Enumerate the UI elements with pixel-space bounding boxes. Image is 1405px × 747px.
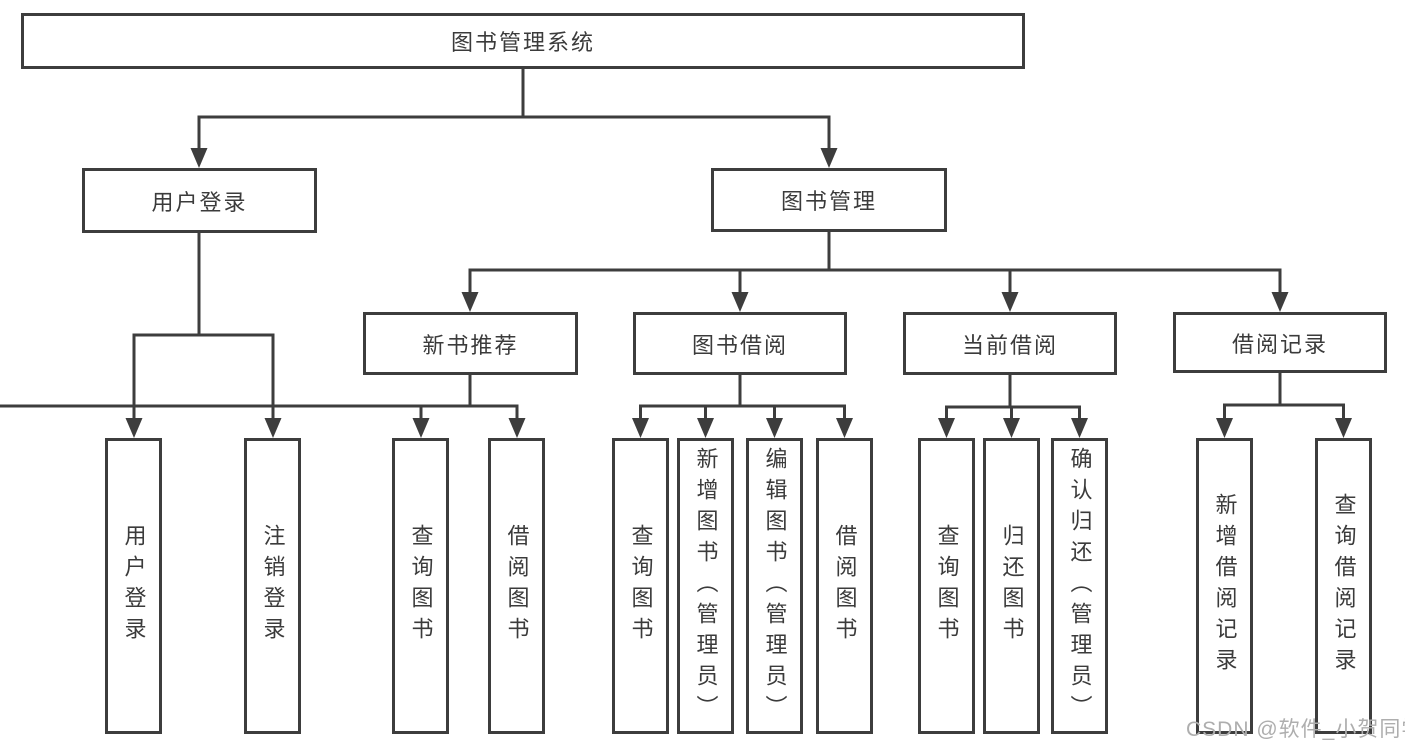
node-borrowing-records-label: 借阅记录 <box>1231 331 1328 357</box>
node-book-borrowing: 图书借阅 <box>633 312 847 375</box>
node-book-management-label: 图书管理 <box>780 189 877 214</box>
node-bb-edit-books-admin-label: 编辑图书（管理员） <box>762 446 788 726</box>
node-bb-edit-books-admin: 编辑图书（管理员） <box>746 438 803 734</box>
node-current-borrowing-label: 当前借阅 <box>961 332 1058 358</box>
node-br-add-record: 新增借阅记录 <box>1196 438 1253 734</box>
node-user-login-leaf: 用户登录 <box>105 438 162 734</box>
node-br-query-record: 查询借阅记录 <box>1315 438 1372 734</box>
node-root: 图书管理系统 <box>21 13 1025 69</box>
node-bb-add-books-admin-label: 新增图书（管理员） <box>693 446 719 726</box>
node-bb-query-books: 查询图书 <box>612 438 669 734</box>
node-cb-confirm-return-admin: 确认归还（管理员） <box>1051 438 1108 734</box>
node-new-book-recommend: 新书推荐 <box>363 312 578 375</box>
node-bb-borrow-books-label: 借阅图书 <box>832 524 858 648</box>
node-cb-return-books-label: 归还图书 <box>999 524 1025 648</box>
node-new-book-recommend-label: 新书推荐 <box>422 332 519 358</box>
node-root-label: 图书管理系统 <box>450 30 595 55</box>
node-nbr-query-books-label: 查询图书 <box>408 524 434 648</box>
node-user-login-label: 用户登录 <box>151 189 248 215</box>
node-logout-leaf-label: 注销登录 <box>260 524 286 648</box>
node-borrowing-records: 借阅记录 <box>1173 312 1387 373</box>
node-user-login-leaf-label: 用户登录 <box>121 524 147 648</box>
node-current-borrowing: 当前借阅 <box>903 312 1117 375</box>
node-cb-return-books: 归还图书 <box>983 438 1040 734</box>
node-logout-leaf: 注销登录 <box>244 438 301 734</box>
node-cb-query-books-label: 查询图书 <box>934 524 960 648</box>
node-br-add-record-label: 新增借阅记录 <box>1212 493 1238 679</box>
node-book-borrowing-label: 图书借阅 <box>691 332 788 358</box>
node-nbr-borrow-books: 借阅图书 <box>488 438 545 734</box>
node-user-login: 用户登录 <box>82 168 317 233</box>
node-cb-confirm-return-admin-label: 确认归还（管理员） <box>1067 446 1093 726</box>
node-book-management: 图书管理 <box>711 168 947 232</box>
node-bb-query-books-label: 查询图书 <box>628 524 654 648</box>
node-cb-query-books: 查询图书 <box>918 438 975 734</box>
node-nbr-borrow-books-label: 借阅图书 <box>504 524 530 648</box>
node-br-query-record-label: 查询借阅记录 <box>1331 493 1357 679</box>
node-bb-add-books-admin: 新增图书（管理员） <box>677 438 734 734</box>
node-nbr-query-books: 查询图书 <box>392 438 449 734</box>
node-bb-borrow-books: 借阅图书 <box>816 438 873 734</box>
csdn-watermark: CSDN @软件_小贺同学 <box>1186 718 1405 741</box>
